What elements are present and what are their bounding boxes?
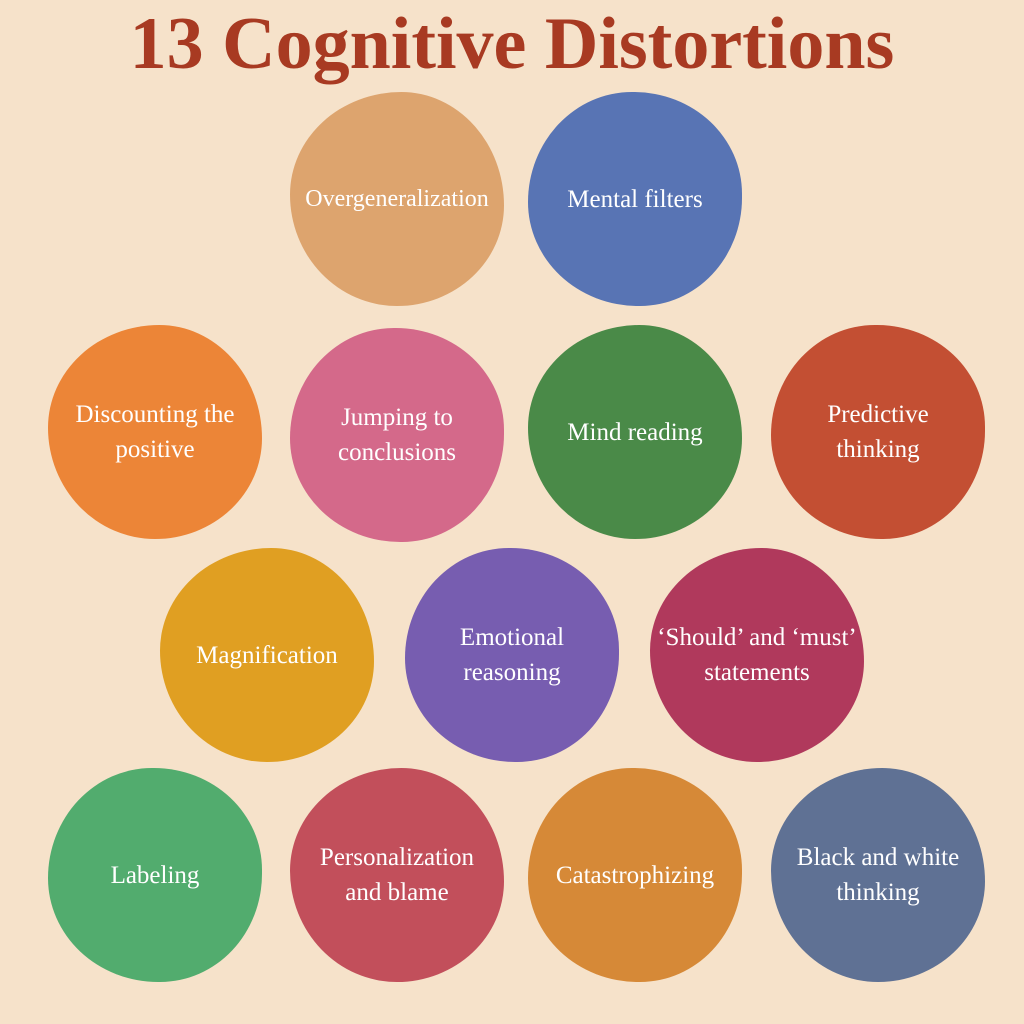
- distortion-overgeneralization: Overgeneralization: [290, 92, 504, 306]
- distortion-magnification: Magnification: [160, 548, 374, 762]
- distortion-catastrophizing: Catastrophizing: [528, 768, 742, 982]
- distortion-discounting-the-positive: Discounting the positive: [48, 325, 262, 539]
- distortion-mind-reading: Mind reading: [528, 325, 742, 539]
- distortion-should-must-statements: ‘Should’ and ‘must’ statements: [650, 548, 864, 762]
- distortion-emotional-reasoning: Emotional reasoning: [405, 548, 619, 762]
- page-title: 13 Cognitive Distortions: [129, 3, 895, 85]
- distortion-labeling: Labeling: [48, 768, 262, 982]
- distortion-mental-filters: Mental filters: [528, 92, 742, 306]
- distortion-jumping-to-conclusions: Jumping to conclusions: [290, 328, 504, 542]
- distortion-black-and-white-thinking: Black and white thinking: [771, 768, 985, 982]
- distortion-predictive-thinking: Predictive thinking: [771, 325, 985, 539]
- distortion-personalization-and-blame: Personalization and blame: [290, 768, 504, 982]
